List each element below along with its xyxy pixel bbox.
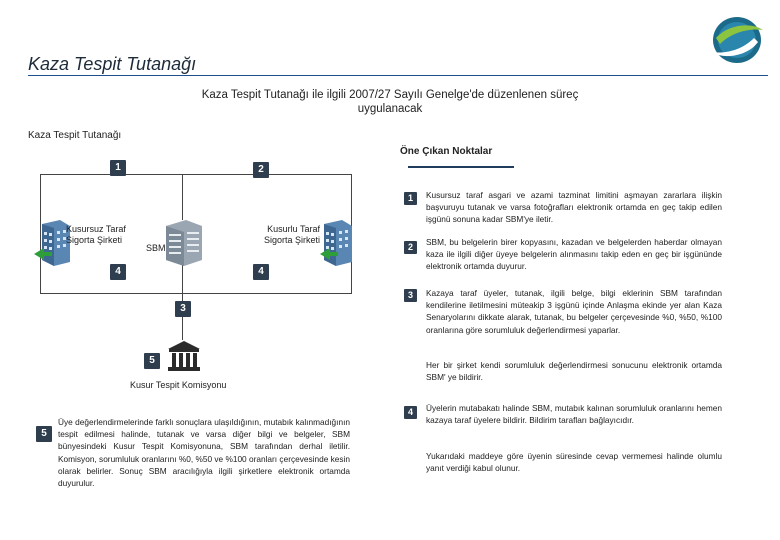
kusurlu-line-1: Kusurlu Taraf	[267, 224, 320, 234]
step5-badge: 5	[36, 426, 52, 442]
sbm-building-icon	[162, 218, 206, 266]
point-text-4-extra: Yukarıdaki maddeye göre üyenin süresinde…	[426, 451, 722, 474]
title-divider	[28, 75, 768, 76]
section-label: Kaza Tespit Tutanağı	[28, 130, 122, 141]
kusurlu-line-2: Sigorta Şirketi	[263, 235, 320, 245]
kusursuz-line-1: Kusursuz Taraf	[66, 224, 126, 234]
node-label-komisyon: Kusur Tespit Komisyonu	[130, 380, 227, 390]
office-building-icon	[318, 218, 358, 266]
node-label-kusurlu: Kusurlu Taraf Sigorta Şirketi	[258, 224, 320, 246]
step-badge-1: 1	[110, 160, 126, 176]
page-subtitle: Kaza Tespit Tutanağı ile ilgili 2007/27 …	[170, 88, 610, 116]
step-badge-4-left: 4	[110, 264, 126, 280]
connector-top	[182, 174, 183, 220]
step-badge-5: 5	[144, 353, 160, 369]
point-badge-2: 2	[404, 241, 417, 254]
court-building-icon	[166, 339, 202, 373]
step5-text: Üye değerlendirmelerinde farklı sonuçlar…	[58, 417, 350, 489]
point-text-1: Kusursuz taraf asgari ve azami tazminat …	[426, 190, 722, 225]
point-text-2: SBM, bu belgelerin birer kopyasını, kaza…	[426, 237, 722, 272]
connector-to-commission	[182, 316, 183, 340]
point-badge-1: 1	[404, 192, 417, 205]
step-badge-4-right: 4	[253, 264, 269, 280]
panel-heading-rule	[408, 166, 514, 168]
connector-bottom	[182, 262, 183, 310]
step-badge-2: 2	[253, 162, 269, 178]
point-badge-4: 4	[404, 406, 417, 419]
page-title: Kaza Tespit Tutanağı	[28, 54, 197, 74]
node-label-sbm: SBM	[146, 243, 166, 253]
point-text-4: Üyelerin mutabakatı halinde SBM, mutabık…	[426, 403, 722, 426]
point-text-3-extra: Her bir şirket kendi sorumluluk değerlen…	[426, 360, 722, 383]
point-text-3: Kazaya taraf üyeler, tutanak, ilgili bel…	[426, 288, 722, 335]
company-logo	[708, 14, 766, 66]
office-building-icon	[34, 218, 74, 266]
node-label-kusursuz: Kusursuz Taraf Sigorta Şirketi	[66, 224, 126, 246]
panel-heading: Öne Çıkan Noktalar	[400, 146, 493, 157]
point-badge-3: 3	[404, 289, 417, 302]
kusursuz-line-2: Sigorta Şirketi	[66, 235, 123, 245]
step-badge-3: 3	[175, 301, 191, 317]
subtitle-line-2: uygulanacak	[357, 103, 423, 115]
subtitle-line-1: Kaza Tespit Tutanağı ile ilgili 2007/27 …	[201, 89, 579, 101]
